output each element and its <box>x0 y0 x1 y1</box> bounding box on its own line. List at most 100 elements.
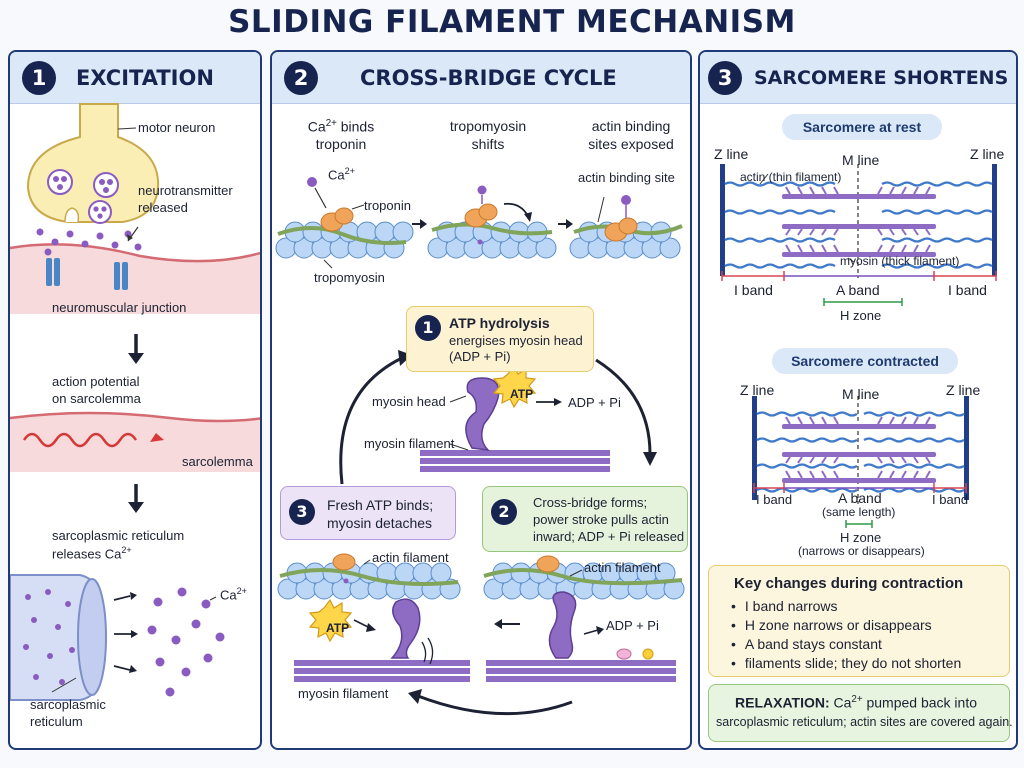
cycle-arrow-right <box>595 358 652 455</box>
step-title: ATP hydrolysis <box>449 315 550 331</box>
atp-label: ATP <box>510 387 534 401</box>
key-changes-box: Key changes during contraction I band na… <box>708 565 1010 677</box>
z-line <box>992 164 997 276</box>
step-number-badge: 2 <box>491 499 517 525</box>
z-line-label: Z line <box>714 146 749 162</box>
sarcolemma-band <box>10 413 260 472</box>
step-box-cross-bridge: 2 Cross-bridge forms; power stroke pulls… <box>482 486 688 552</box>
tropomyosin-label: tropomyosin <box>314 270 385 285</box>
i-band-label: I band <box>756 492 793 507</box>
step-number-badge: 1 <box>415 315 441 341</box>
step-text: myosin detaches <box>327 515 433 531</box>
cross-bridge-heading: CROSS-BRIDGE CYCLE <box>360 66 617 90</box>
step-box-atp-hydrolysis: 1 ATP hydrolysis energises myosin head (… <box>406 306 594 372</box>
actin-filament-label: actin filament <box>584 560 661 575</box>
key-change-item: A band stays constant <box>731 636 882 652</box>
same-length-label: (same length) <box>822 505 896 519</box>
motor-neuron-label: motor neuron <box>138 120 216 135</box>
z-line <box>964 396 969 500</box>
sarcolemma-label: sarcolemma <box>182 454 253 469</box>
z-line <box>752 396 757 500</box>
arrow-right-icon <box>566 219 573 229</box>
a-band-label: A band <box>836 282 880 298</box>
excitation-header: 1 EXCITATION <box>10 52 260 104</box>
z-line <box>720 164 725 276</box>
vesicle-group <box>47 169 119 224</box>
sarcomere-header: 3 SARCOMERE SHORTENS <box>700 52 1016 104</box>
neurotransmitter-label-line1: neurotransmitter <box>138 183 233 198</box>
step-number-badge: 2 <box>284 61 318 95</box>
step-text: power stroke pulls actin <box>533 512 669 527</box>
cycle-arrow-left <box>339 356 403 485</box>
nmj-label: neuromuscular junction <box>52 300 187 315</box>
z-line-label: Z line <box>740 382 775 398</box>
step-text: (ADP + Pi) <box>449 349 511 364</box>
cross-bridge-panel: 2 CROSS-BRIDGE CYCLE <box>270 50 692 750</box>
a-band-label: A band <box>838 490 882 506</box>
i-band-label: I band <box>734 282 773 298</box>
sarcomere-panel: 3 SARCOMERE SHORTENS Sarcomere at rest S… <box>698 50 1018 750</box>
step-text: energises myosin head <box>449 333 583 348</box>
m-line-label: M line <box>842 152 880 168</box>
adp-pi-label: ADP + Pi <box>568 395 621 410</box>
arrow-right-icon <box>420 219 427 229</box>
down-arrow-icon <box>128 502 144 513</box>
step-number-badge: 1 <box>22 61 56 95</box>
actin-thin-filaments <box>724 181 993 269</box>
relaxation-line2: sarcoplasmic reticulum; actin sites are … <box>716 715 1013 729</box>
m-line-label: M line <box>842 386 880 402</box>
actin-filament-label: actin filament <box>372 550 449 565</box>
sr-release-label-line2: releases Ca2+ <box>52 545 132 562</box>
step-box-atp-binds: 3 Fresh ATP binds; myosin detaches <box>280 486 456 540</box>
myosin-center-illustration <box>420 364 610 472</box>
excitation-heading: EXCITATION <box>76 66 214 90</box>
h-zone-label: H zone <box>840 530 882 545</box>
atp-burst-icon <box>308 598 353 643</box>
key-change-item: H zone narrows or disappears <box>731 617 932 633</box>
activation-stage-2 <box>427 185 557 259</box>
troponin-label: troponin <box>364 198 411 213</box>
step-title: Cross-bridge forms; <box>533 495 648 510</box>
diagram-title: SLIDING FILAMENT MECHANISM <box>228 4 796 40</box>
relaxation-box: RELAXATION: Ca2+ pumped back into sarcop… <box>708 684 1013 742</box>
sr-release-label-line1: sarcoplasmic reticulum <box>52 528 185 543</box>
excitation-panel: 1 EXCITATION <box>8 50 262 750</box>
neurotransmitter-label-line2: released <box>138 200 188 215</box>
contracted-title-pill: Sarcomere contracted <box>772 348 958 374</box>
sr-label-line1: sarcoplasmic <box>30 697 106 712</box>
action-potential-wave <box>22 432 138 448</box>
ap-label-line1: action potential <box>52 374 140 389</box>
sarcomere-illustration <box>720 164 997 528</box>
key-changes-title: Key changes during contraction <box>734 575 964 592</box>
cross-bridge-header: 2 CROSS-BRIDGE CYCLE <box>272 52 690 104</box>
sarcomere-contracted <box>752 396 969 528</box>
ap-label-line2: on sarcolemma <box>52 391 141 406</box>
myosin-filament-label: myosin filament <box>364 436 455 451</box>
atp-label: ATP <box>326 621 350 635</box>
actin-binding-site-label: actin binding site <box>578 170 675 185</box>
cross-bridge-illustration <box>275 177 685 716</box>
neurotransmitter-dots <box>36 228 142 256</box>
sarcomere-heading: SARCOMERE SHORTENS <box>754 67 1009 89</box>
activation-stage-1 <box>275 177 414 269</box>
cycle-arrow-bottom <box>417 694 573 716</box>
adp-pi-label: ADP + Pi <box>606 618 659 633</box>
actin-thin-label: actin (thin filament) <box>740 170 842 184</box>
z-line-label: Z line <box>946 382 981 398</box>
h-zone-label: H zone <box>840 308 882 323</box>
relaxation-line1: RELAXATION: Ca2+ pumped back into <box>735 694 978 711</box>
myosin-head-label: myosin head <box>372 394 446 409</box>
down-arrow-icon <box>128 353 144 364</box>
calcium-ion-dots <box>147 587 225 697</box>
excitation-illustration <box>10 103 260 701</box>
detachment-illustration <box>277 553 470 682</box>
calcium-label: Ca2+ <box>328 166 355 183</box>
myosin-filament-label: myosin filament <box>298 686 389 701</box>
rest-title-pill: Sarcomere at rest <box>782 114 942 140</box>
calcium-label: Ca2+ <box>220 586 247 603</box>
step-title: Fresh ATP binds; <box>327 497 434 513</box>
power-stroke-illustration <box>483 555 685 682</box>
i-band-label: I band <box>932 492 969 507</box>
